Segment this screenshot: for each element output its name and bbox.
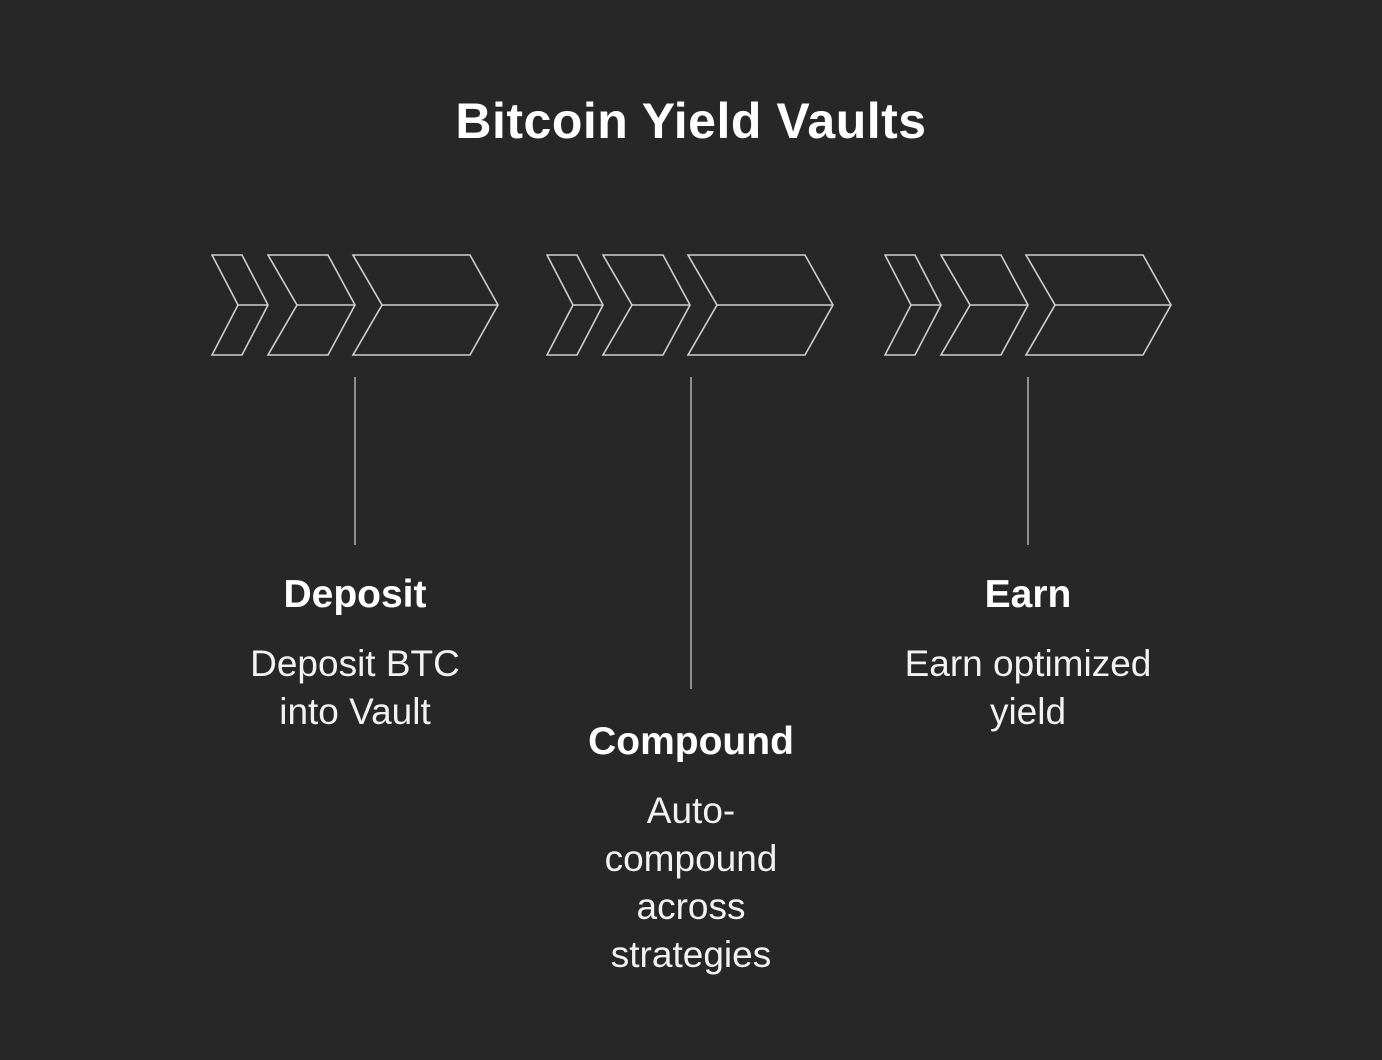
triple-chevron-right-icon [884, 254, 1172, 356]
connector-line-earn [1027, 377, 1029, 545]
connector-line-deposit [354, 377, 356, 545]
triple-chevron-right-icon [546, 254, 834, 356]
step-title-deposit: Deposit [283, 573, 427, 616]
diagram-title: Bitcoin Yield Vaults [455, 93, 927, 149]
step-title-compound: Compound [588, 720, 794, 763]
connector-line-compound [690, 377, 692, 689]
step-title-earn: Earn [984, 573, 1072, 616]
triple-chevron-right-icon [211, 254, 499, 356]
